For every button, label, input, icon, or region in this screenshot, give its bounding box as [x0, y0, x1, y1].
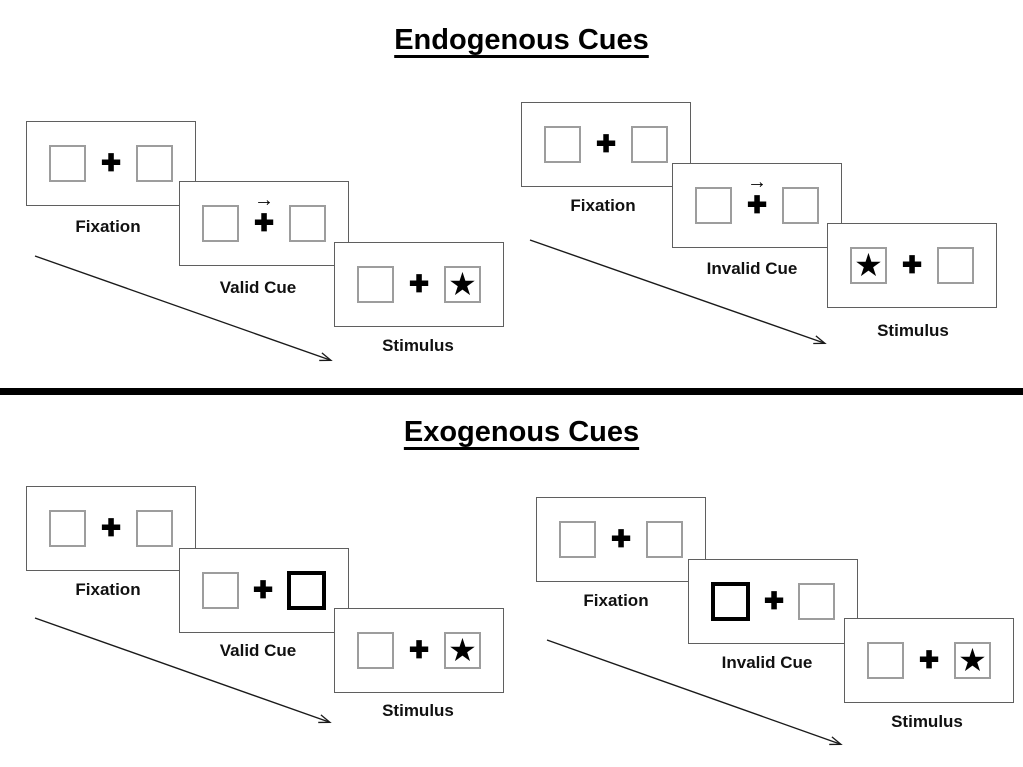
fixation-cross-icon: ✚: [595, 130, 617, 158]
cue-highlight-box-right: [286, 571, 326, 610]
step-label-fixation: Fixation: [75, 217, 141, 236]
placeholder-box-left: [559, 521, 596, 558]
timeline-arrow-exo-valid: [34, 617, 332, 724]
target-box-right: ★: [953, 641, 991, 679]
timeline-arrow-endo-invalid: [529, 239, 827, 345]
endogenous-section-title: Endogenous Cues: [394, 24, 649, 56]
fixation-cross-wrap: → ✚: [253, 190, 275, 237]
placeholder-box-right: [135, 510, 173, 547]
step-label-stimulus: Stimulus: [877, 321, 949, 340]
fixation-cross-icon: ✚: [610, 525, 632, 553]
placeholder-box-left: [202, 205, 239, 242]
placeholder-box-right: [781, 187, 819, 224]
placeholder-box-left: [49, 510, 86, 547]
endo-invalid-cue-panel: → ✚: [672, 163, 842, 248]
fixation-cross-icon: ✚: [100, 149, 122, 177]
exo-valid-stimulus-panel: ✚ ★: [334, 608, 504, 693]
placeholder-box-right: [797, 583, 835, 620]
endo-invalid-stimulus-panel: ★ ✚: [827, 223, 997, 308]
placeholder-box-left: [202, 572, 239, 609]
exo-invalid-cue-panel: ✚: [688, 559, 858, 644]
step-label-valid-cue: Valid Cue: [219, 278, 297, 297]
endo-invalid-fixation-panel: ✚: [521, 102, 691, 187]
fixation-cross-icon: ✚: [252, 576, 274, 604]
placeholder-box-left: [49, 145, 86, 182]
step-label-stimulus: Stimulus: [382, 701, 454, 720]
fixation-cross-icon: ✚: [746, 191, 768, 219]
section-divider: [0, 388, 1023, 395]
timeline-arrow-exo-invalid: [546, 639, 843, 746]
timeline-arrow-endo-valid: [34, 255, 333, 362]
placeholder-box-right: [645, 521, 683, 558]
exo-invalid-fixation-panel: ✚: [536, 497, 706, 582]
placeholder-box-left: [695, 187, 732, 224]
fixation-cross-wrap: ✚: [610, 525, 632, 553]
target-star-icon: ★: [854, 246, 883, 283]
fixation-cross-icon: ✚: [918, 646, 940, 674]
placeholder-box-left: [867, 642, 904, 679]
target-box-left: ★: [850, 247, 887, 284]
exo-valid-fixation-panel: ✚: [26, 486, 196, 571]
endo-valid-fixation-panel: ✚: [26, 121, 196, 206]
placeholder-box-left: [357, 632, 394, 669]
fixation-cross-wrap: ✚: [100, 514, 122, 542]
placeholder-box-left: [544, 126, 581, 163]
step-label-stimulus: Stimulus: [382, 336, 454, 355]
step-label-invalid-cue: Invalid Cue: [721, 653, 813, 672]
fixation-cross-wrap: ✚: [595, 130, 617, 158]
target-star-icon: ★: [448, 631, 477, 668]
placeholder-box-right: [936, 247, 974, 284]
fixation-cross-icon: ✚: [901, 251, 923, 279]
step-label-stimulus: Stimulus: [891, 712, 963, 731]
fixation-cross-wrap: ✚: [763, 587, 785, 615]
fixation-cross-wrap: ✚: [252, 576, 274, 604]
step-label-valid-cue: Valid Cue: [219, 641, 297, 660]
step-label-invalid-cue: Invalid Cue: [706, 259, 798, 278]
step-label-fixation: Fixation: [75, 580, 141, 599]
target-box-right: ★: [443, 631, 481, 669]
fixation-cross-icon: ✚: [408, 270, 430, 298]
placeholder-box-right: [630, 126, 668, 163]
step-label-fixation: Fixation: [583, 591, 649, 610]
placeholder-box-right: [288, 205, 326, 242]
fixation-cross-icon: ✚: [253, 209, 275, 237]
fixation-cross-wrap: ✚: [901, 251, 923, 279]
exo-invalid-stimulus-panel: ✚ ★: [844, 618, 1014, 703]
exo-valid-cue-panel: ✚: [179, 548, 349, 633]
fixation-cross-wrap: ✚: [918, 646, 940, 674]
target-star-icon: ★: [448, 265, 477, 302]
exogenous-section-title: Exogenous Cues: [403, 416, 640, 448]
target-box-right: ★: [443, 265, 481, 303]
fixation-cross-icon: ✚: [763, 587, 785, 615]
cue-arrow-icon: →: [746, 170, 767, 193]
cue-arrow-icon: →: [253, 188, 274, 211]
fixation-cross-icon: ✚: [408, 636, 430, 664]
placeholder-box-left: [357, 266, 394, 303]
endo-valid-cue-panel: → ✚: [179, 181, 349, 266]
endo-valid-stimulus-panel: ✚ ★: [334, 242, 504, 327]
fixation-cross-wrap: ✚: [408, 636, 430, 664]
fixation-cross-wrap: ✚: [408, 270, 430, 298]
fixation-cross-icon: ✚: [100, 514, 122, 542]
cue-highlight-box-left: [711, 582, 750, 621]
fixation-cross-wrap: ✚: [100, 149, 122, 177]
step-label-fixation: Fixation: [570, 196, 636, 215]
fixation-cross-wrap: → ✚: [746, 172, 768, 219]
target-star-icon: ★: [958, 641, 987, 678]
placeholder-box-right: [135, 145, 173, 182]
